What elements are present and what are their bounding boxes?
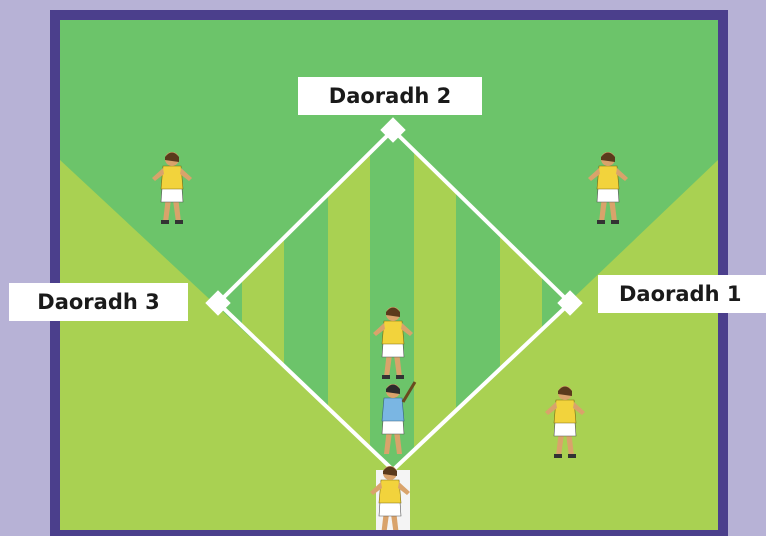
label-third-base: Daoradh 3 — [9, 283, 188, 321]
label-second-base: Daoradh 2 — [298, 77, 482, 115]
label-first-base: Daoradh 1 — [598, 275, 766, 313]
